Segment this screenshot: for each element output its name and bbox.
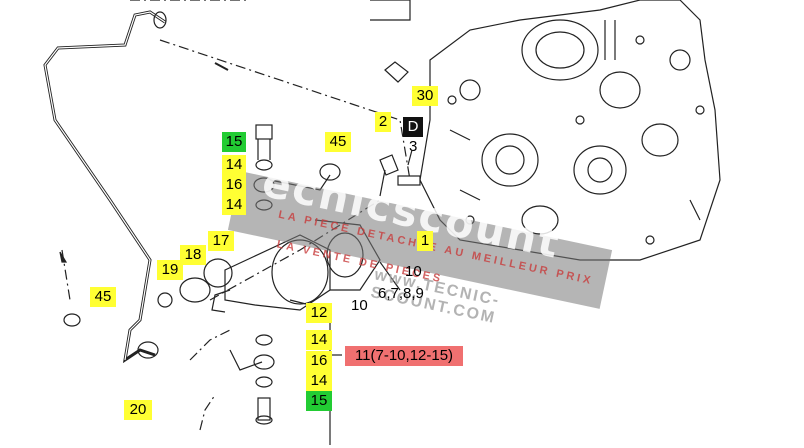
callout-45-top[interactable]: 45	[325, 132, 351, 152]
callout-45-left[interactable]: 45	[90, 287, 116, 307]
label-6-7-8-9: 6,7,8,9	[378, 285, 424, 302]
label-3: 3	[409, 138, 418, 155]
callout-20[interactable]: 20	[124, 400, 152, 420]
callout-30[interactable]: 30	[412, 86, 438, 106]
callout-16-b[interactable]: 16	[306, 351, 332, 371]
callout-18[interactable]: 18	[180, 245, 206, 265]
callout-1[interactable]: 1	[417, 231, 433, 251]
callout-D[interactable]: D	[403, 117, 423, 137]
callout-2[interactable]: 2	[375, 112, 391, 132]
callout-17[interactable]: 17	[208, 231, 234, 251]
label-10-b: 10	[351, 297, 368, 314]
callout-12[interactable]: 12	[306, 303, 332, 323]
label-10-a: 10	[405, 263, 422, 280]
callout-14-b[interactable]: 14	[222, 195, 246, 215]
callout-15-top[interactable]: 15	[222, 132, 246, 152]
callout-15-bottom[interactable]: 15	[306, 391, 332, 411]
callout-14-d[interactable]: 14	[306, 371, 332, 391]
callout-19[interactable]: 19	[157, 260, 183, 280]
callout-11-kit[interactable]: 11(7-10,12-15)	[345, 346, 463, 366]
callout-16-a[interactable]: 16	[222, 175, 246, 195]
fuel-pipe	[43, 10, 166, 364]
callout-14-c[interactable]: 14	[306, 330, 332, 350]
callout-14-a[interactable]: 14	[222, 155, 246, 175]
